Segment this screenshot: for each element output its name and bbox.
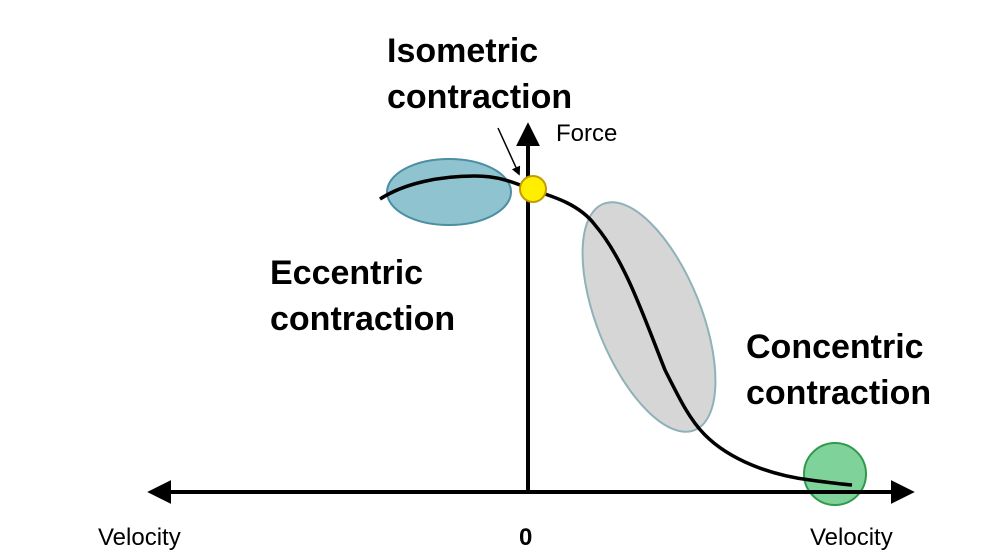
fast-concentric-region <box>803 442 867 506</box>
isometric-label-line1: Isometric <box>387 32 539 70</box>
concentric-region <box>581 201 717 433</box>
concentric-label-line1: Concentric <box>746 328 924 366</box>
origin-label: 0 <box>519 524 533 551</box>
concentric-label-line2: contraction <box>746 374 932 412</box>
isometric-point <box>519 175 547 203</box>
concentric-label: Concentric contraction <box>746 324 931 416</box>
x-axis-right-label: Velocity <box>810 524 893 551</box>
isometric-pointer-arrow <box>497 127 521 176</box>
eccentric-region <box>386 158 512 226</box>
x-axis-left-label: Velocity <box>98 524 181 551</box>
force-velocity-curve <box>379 174 853 487</box>
eccentric-label: Eccentric contraction <box>270 250 455 342</box>
isometric-label-line2: contraction <box>387 78 573 116</box>
isometric-label: Isometric contraction <box>387 28 572 120</box>
eccentric-label-line2: contraction <box>270 300 456 338</box>
y-axis-label: Force <box>556 120 618 147</box>
eccentric-label-line1: Eccentric <box>270 254 424 292</box>
